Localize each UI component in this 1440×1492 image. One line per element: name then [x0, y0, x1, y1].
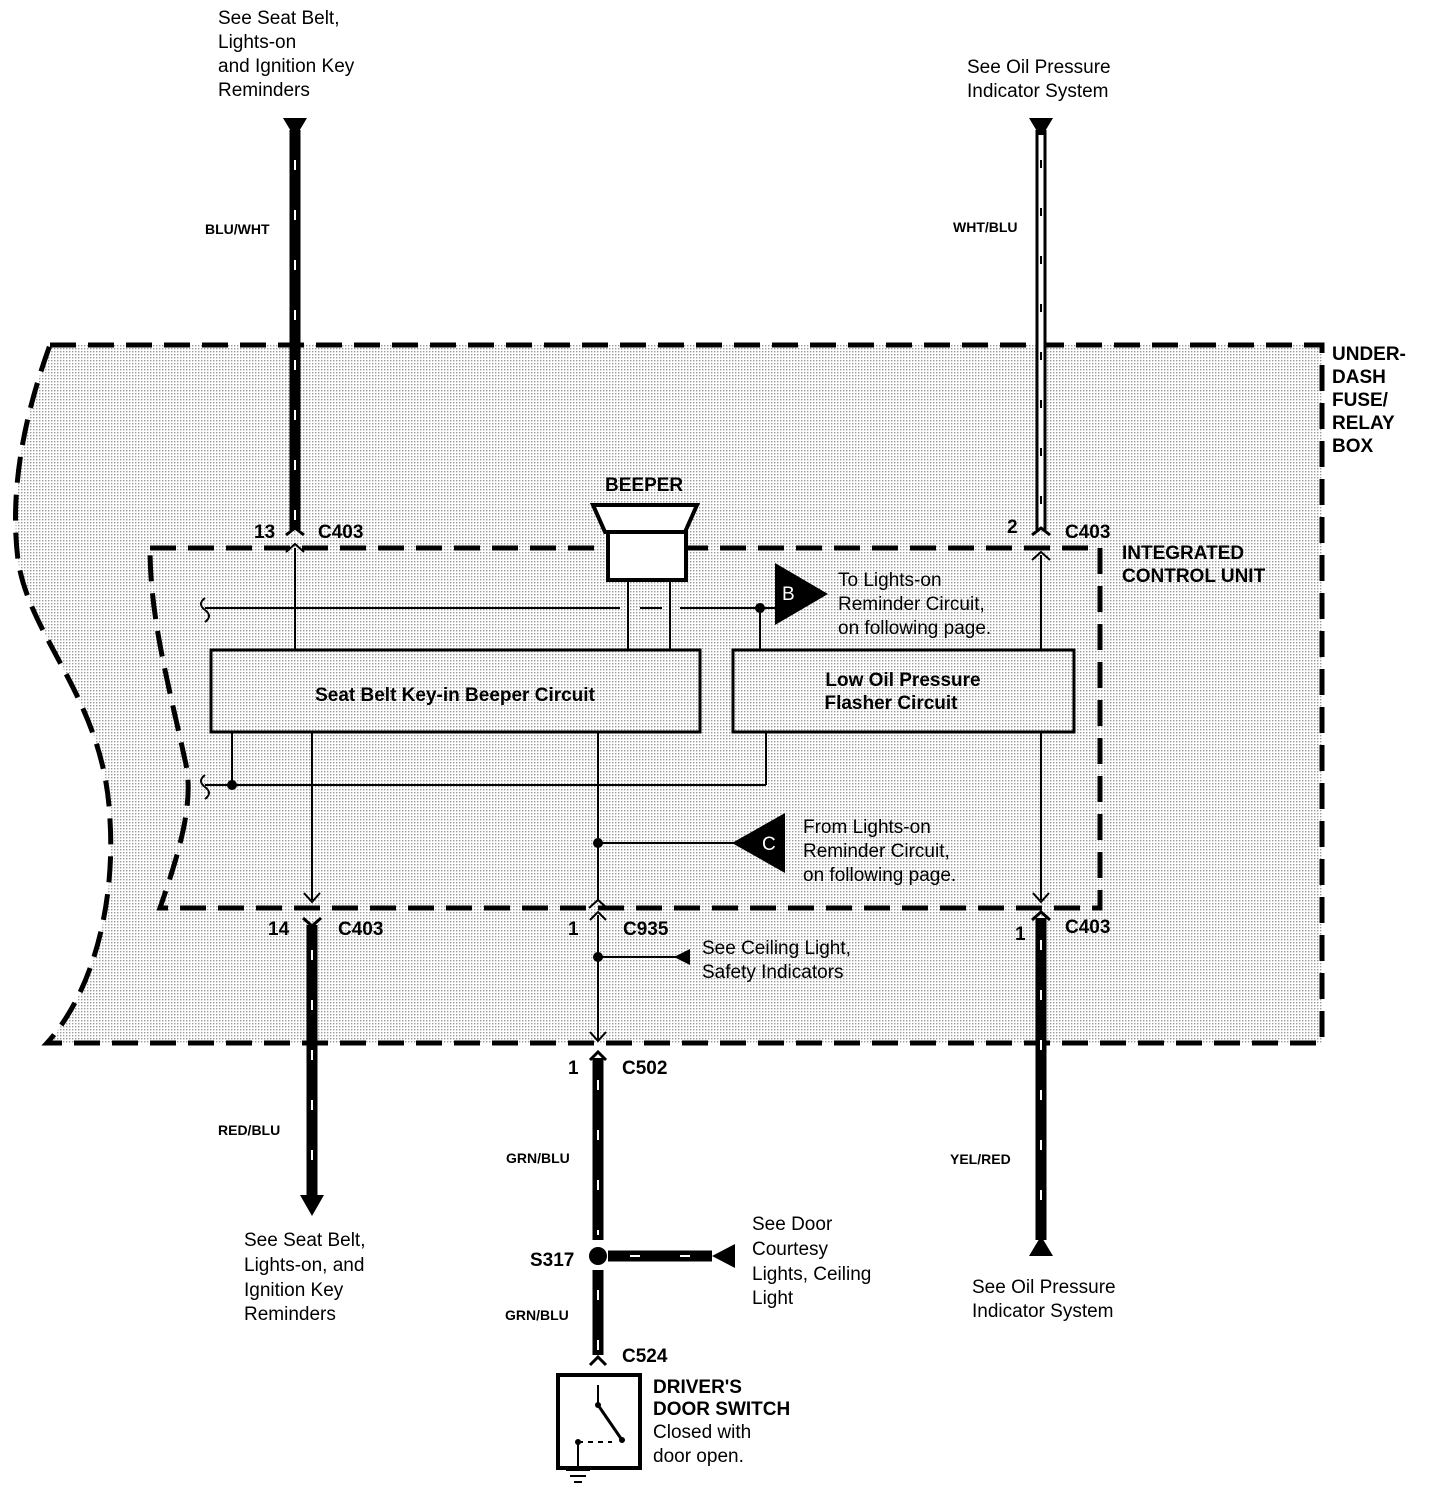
ref-bottom-left-line2: Lights-on, and	[244, 1255, 364, 1276]
c403-top-left-name: C403	[318, 522, 363, 543]
wire-red-blu	[300, 732, 324, 1216]
underdash-label-line5: BOX	[1332, 436, 1374, 457]
c403-pin2: 2	[1007, 517, 1018, 538]
ref-bottom-left-line4: Reminders	[244, 1304, 336, 1325]
underdash-label-line3: FUSE/	[1332, 390, 1389, 411]
ref-top-right-line1: See Oil Pressure	[967, 57, 1111, 78]
underdash-label-line1: UNDER-	[1332, 344, 1406, 365]
internal-line-upper	[200, 597, 775, 650]
ref-bottom-right-line1: See Oil Pressure	[972, 1277, 1116, 1298]
wire-label-wht-blu: WHT/BLU	[953, 219, 1018, 235]
c524-label: C524	[622, 1346, 668, 1367]
door-courtesy-ref-line2: Courtesy	[752, 1239, 829, 1260]
low-oil-circuit-label-line1: Low Oil Pressure	[825, 670, 980, 691]
ceiling-ref-line2: Safety Indicators	[702, 962, 844, 983]
beeper-icon	[589, 503, 701, 650]
door-courtesy-ref-line4: Light	[752, 1288, 794, 1309]
wire-label-blu-wht: BLU/WHT	[205, 221, 270, 237]
c502-name: C502	[622, 1058, 667, 1079]
wire-label-red-blu: RED/BLU	[218, 1122, 280, 1138]
wire-label-yel-red: YEL/RED	[950, 1151, 1011, 1167]
wire-grn-blu	[588, 732, 735, 1386]
connector-c-icon	[732, 813, 785, 873]
c403-top-right-name: C403	[1065, 522, 1110, 543]
c-ref-line2: Reminder Circuit,	[803, 841, 950, 862]
c-ref-line1: From Lights-on	[803, 817, 931, 838]
icu-label-line2: CONTROL UNIT	[1122, 566, 1266, 587]
low-oil-circuit-label-line2: Flasher Circuit	[824, 693, 958, 714]
seat-belt-circuit-label: Seat Belt Key-in Beeper Circuit	[315, 685, 595, 706]
door-switch-title-line2: DOOR SWITCH	[653, 1399, 790, 1420]
c403-pin13: 13	[254, 522, 275, 543]
low-oil-circuit-box	[731, 648, 1076, 734]
underdash-label-line4: RELAY	[1332, 413, 1395, 434]
ref-top-left-line2: Lights-on	[218, 32, 296, 53]
splice-s317-branch	[608, 1244, 735, 1268]
c403-bottom-right-name: C403	[1065, 917, 1110, 938]
icu-label-line1: INTEGRATED	[1122, 543, 1244, 564]
internal-line-lower	[200, 732, 767, 800]
door-switch-icon	[556, 1373, 642, 1483]
underdash-label-line2: DASH	[1332, 367, 1386, 388]
ref-top-left-line4: Reminders	[218, 80, 310, 101]
c-letter: C	[762, 834, 776, 855]
c502-pin: 1	[568, 1058, 579, 1079]
ceiling-ref-line1: See Ceiling Light,	[702, 938, 851, 959]
ref-top-left-line1: See Seat Belt,	[218, 8, 339, 29]
b-ref-line3: on following page.	[838, 618, 991, 639]
wire-label-grn-blu-1: GRN/BLU	[506, 1150, 570, 1166]
ref-bottom-left-line1: See Seat Belt,	[244, 1230, 365, 1251]
beeper-label: BEEPER	[605, 475, 683, 496]
icu-outline	[147, 545, 1103, 911]
wire-blu-wht	[283, 118, 307, 650]
b-letter: B	[782, 584, 795, 605]
c-ref-line3: on following page.	[803, 865, 956, 886]
door-courtesy-ref-line1: See Door	[752, 1214, 833, 1235]
b-ref-line1: To Lights-on	[838, 570, 942, 591]
b-ref-line2: Reminder Circuit,	[838, 594, 985, 615]
door-switch-note-line2: door open.	[653, 1446, 744, 1467]
door-courtesy-ref-line3: Lights, Ceiling	[752, 1264, 871, 1285]
ref-top-right-line2: Indicator System	[967, 81, 1109, 102]
c403-pin1: 1	[1015, 924, 1026, 945]
c935-name: C935	[623, 919, 669, 940]
s317-label: S317	[530, 1250, 574, 1271]
door-switch-note-line1: Closed with	[653, 1422, 751, 1443]
ref-top-left-line3: and Ignition Key	[218, 56, 355, 77]
seat-belt-circuit-box	[209, 648, 702, 734]
wire-wht-blu	[1029, 118, 1053, 650]
ref-bottom-left-line3: Ignition Key	[244, 1280, 344, 1301]
door-switch-title-line1: DRIVER'S	[653, 1377, 742, 1398]
wire-label-grn-blu-2: GRN/BLU	[505, 1307, 569, 1323]
ref-bottom-right-line2: Indicator System	[972, 1301, 1114, 1322]
c403-pin14: 14	[268, 919, 290, 940]
connector-b-icon	[775, 563, 828, 625]
wire-yel-red	[1029, 732, 1053, 1256]
c935-pin: 1	[568, 919, 579, 940]
c403-bottom-left-name: C403	[338, 919, 383, 940]
